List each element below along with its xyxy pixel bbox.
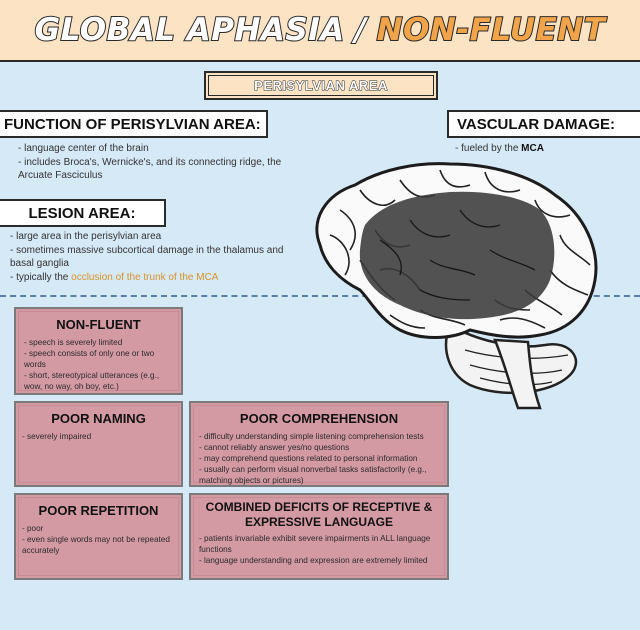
area-tag: PERISYLVIAN AREA [204, 71, 438, 100]
card-item: - speech consists of only one or two wor… [24, 349, 155, 369]
function-list: - language center of the brain - include… [18, 142, 308, 183]
brain-illustration [315, 162, 598, 410]
function-heading: FUNCTION OF PERISYLVIAN AREA: [0, 110, 268, 138]
card-poor-repetition: POOR REPETITION - poor - even single wor… [14, 493, 183, 580]
title-separator: / [354, 11, 367, 49]
card-item: - speech is severely limited [24, 338, 123, 347]
title-part-1: GLOBAL APHASIA [34, 11, 346, 49]
card-item: - short, stereotypical utterances (e.g.,… [24, 371, 160, 391]
card-non-fluent: NON-FLUENT - speech is severely limited … [14, 307, 183, 395]
title-banner: GLOBAL APHASIA/NON-FLUENT [0, 0, 640, 62]
card-poor-comprehension: POOR COMPREHENSION - difficulty understa… [189, 401, 449, 487]
card-item: - even single words may not be repeated … [22, 535, 170, 555]
vascular-item-text: - fueled by the [455, 143, 522, 154]
card-title: NON-FLUENT [56, 317, 141, 332]
card-item: - usually can perform visual nonverbal t… [199, 465, 427, 485]
lesion-item-prefix: - typically the [10, 271, 72, 283]
card-item: - difficulty understanding simple listen… [199, 432, 424, 441]
card-item: - may comprehend questions related to pe… [199, 454, 418, 463]
lesion-item: - large area in the perisylvian area [10, 231, 162, 242]
section-divider [0, 295, 640, 297]
card-item: - patients invariable exhibit severe imp… [199, 534, 431, 554]
vascular-list: - fueled by the MCA [455, 142, 635, 156]
lesion-item: - typically the occlusion of the trunk o… [10, 271, 310, 285]
card-title: POOR COMPREHENSION [239, 411, 399, 426]
function-item: - includes Broca's, Wernicke's, and its … [18, 156, 282, 182]
lesion-heading: LESION AREA: [0, 199, 166, 227]
card-item: - poor [22, 524, 44, 533]
title-part-2: NON-FLUENT [376, 11, 606, 49]
page-title: GLOBAL APHASIA/NON-FLUENT [34, 11, 606, 49]
card-title: POOR NAMING [51, 411, 146, 426]
card-poor-naming: POOR NAMING - severely impaired [14, 401, 183, 487]
card-title: COMBINED DEFICITS OF RECEPTIVE & EXPRESS… [205, 500, 433, 529]
function-item: - language center of the brain [18, 143, 149, 154]
lesion-list: - large area in the perisylvian area - s… [10, 230, 310, 284]
card-title: POOR REPETITION [38, 503, 159, 518]
lesion-item: - sometimes massive subcortical damage i… [10, 244, 284, 270]
card-combined-deficits: COMBINED DEFICITS OF RECEPTIVE & EXPRESS… [189, 493, 449, 580]
card-item: - language understanding and expression … [199, 556, 428, 565]
vascular-item-bold: MCA [521, 143, 544, 154]
vascular-heading: VASCULAR DAMAGE: [447, 110, 640, 138]
card-item: - severely impaired [22, 432, 92, 441]
lesion-item-highlight: occlusion of the trunk of the MCA [71, 271, 219, 283]
card-item: - cannot reliably answer yes/no question… [199, 443, 350, 452]
